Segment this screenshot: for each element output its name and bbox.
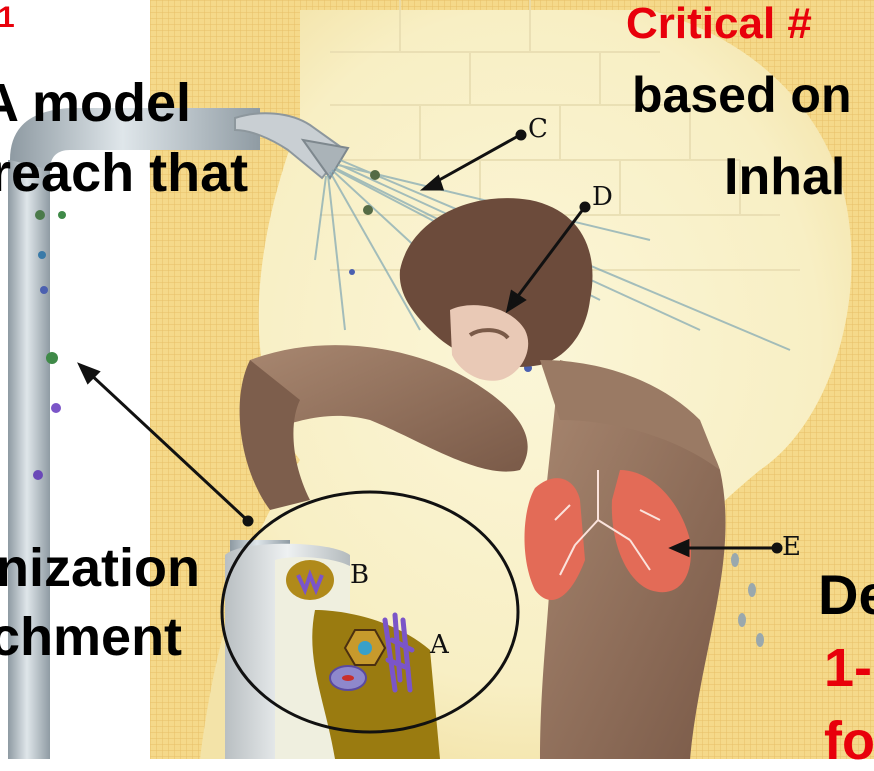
right-bottom-line-3: fo [824, 714, 874, 768]
right-bottom-line-2: 1- [824, 641, 872, 695]
right-bottom-line-1: De [818, 567, 874, 623]
label-d: D [592, 184, 613, 210]
label-e: E [782, 534, 801, 560]
left-text-line-1: A model [0, 76, 191, 130]
label-b: B [350, 562, 369, 588]
critical-heading: Critical # [626, 2, 812, 46]
left-bottom-line-2: chment [0, 610, 182, 664]
label-c: C [528, 116, 548, 142]
right-text-line-1: based on [632, 70, 851, 120]
left-bottom-line-1: nization [0, 541, 200, 595]
label-a: A [430, 632, 449, 658]
right-text-line-2: Inhal [724, 151, 845, 203]
slide-number-fragment: 1 [0, 3, 15, 33]
left-text-line-2: reach that [0, 146, 248, 200]
